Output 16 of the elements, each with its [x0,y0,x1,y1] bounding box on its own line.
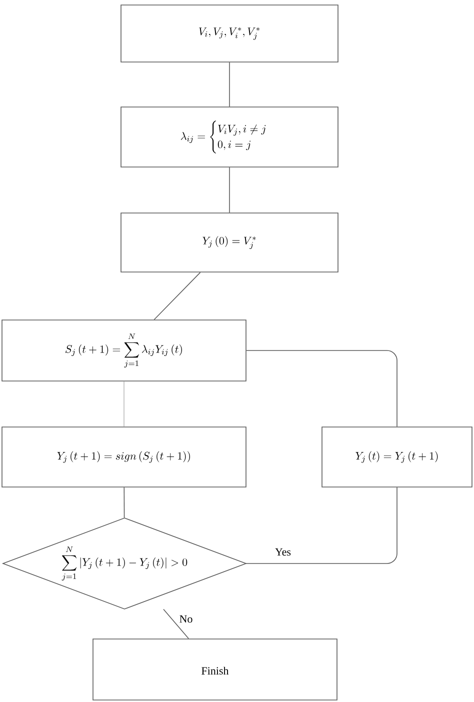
connector-line [124,487,125,518]
connector-line [229,167,230,214]
connector-line [163,608,190,639]
connector-line [154,272,201,320]
process-box: $Y_j\left(t+1\right) = sign\left(S_j\left(t+1\right)\right)$ [2,426,246,488]
process-box: $Y_j\left(0\right) = V_j^*$ [120,212,338,272]
edge-label: Yes [274,547,292,557]
process-box: $\lambda_{ij} = \begin{cases} V_i V_j, i \neq j \\ 0, i = j \end{cases}$ [120,106,338,168]
process-box: $V_i, V_j, V_i^*, V_j^*$ [120,4,338,62]
connector-line [246,350,398,427]
process-box: Finish [92,638,338,700]
edge-label: No [178,614,194,624]
connector-line [246,487,398,564]
process-box: $S_j\left(t+1\right) = \sum_{j=1}^{N} \lambda_{ij} Y_{ij}\left(t\right)$ [2,320,246,382]
connector-line [229,62,230,107]
process-box: $Y_j\left(t\right) = Y_j\left(t+1\right)$ [322,426,472,488]
